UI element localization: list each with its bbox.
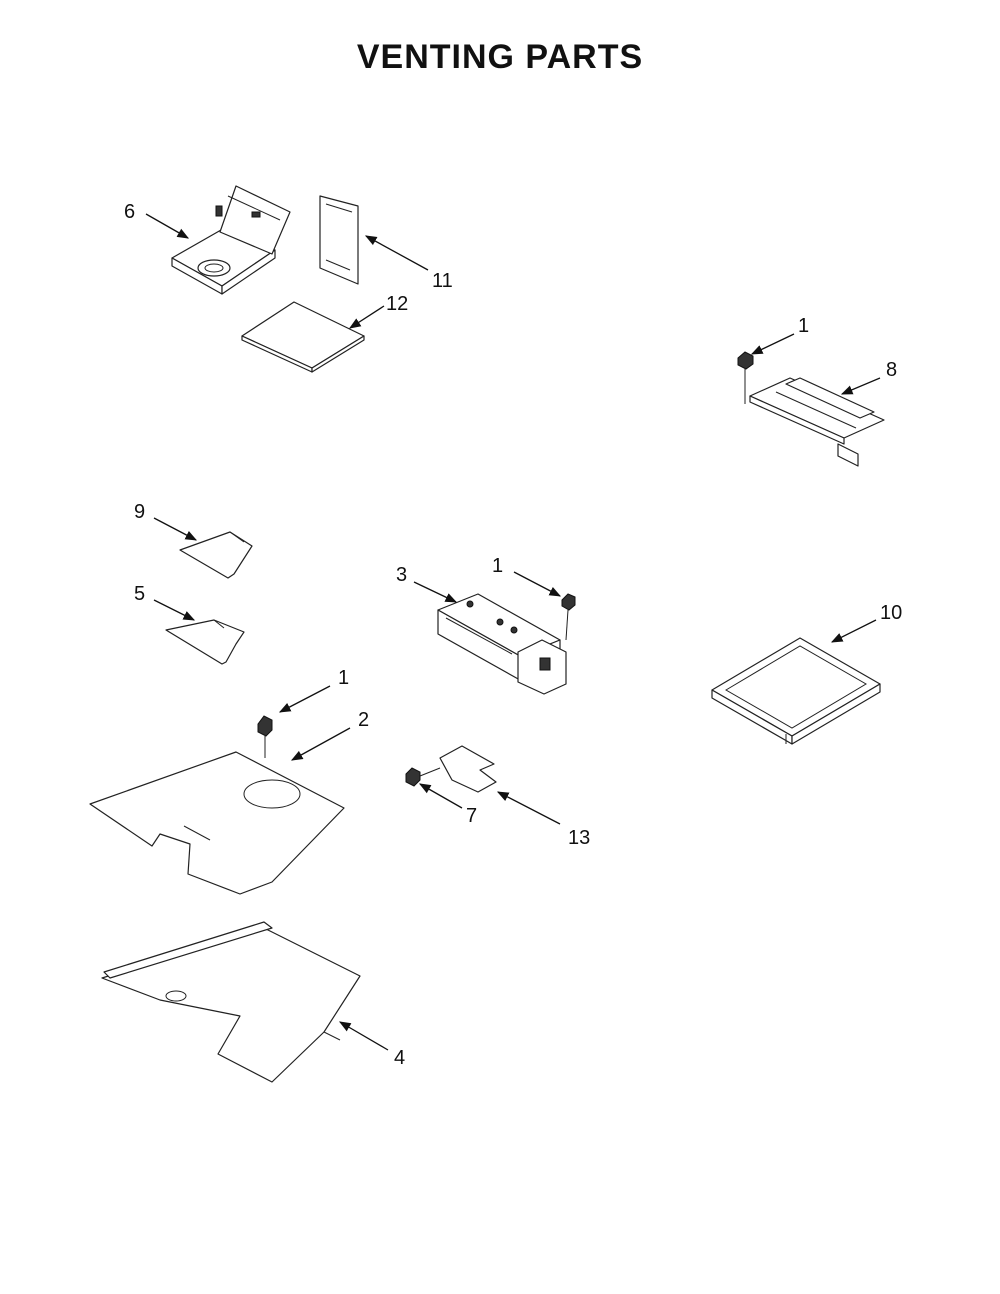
part-4-base-tray: [101, 921, 361, 1083]
part-1-screw-lower: [257, 715, 273, 758]
leader-5: [153, 599, 196, 621]
callout-6: 6: [124, 201, 135, 223]
callout-1-lower: 1: [338, 667, 349, 689]
part-10-frame: [711, 637, 881, 745]
callout-12: 12: [386, 293, 408, 315]
part-7-screw: [405, 767, 441, 787]
leader-2: [290, 727, 351, 761]
callout-7: 7: [466, 805, 477, 827]
part-1-screw-top-right: [737, 351, 754, 404]
leader-9: [153, 517, 198, 541]
part-3-damper-motor-assembly: [437, 593, 567, 695]
callout-3: 3: [396, 564, 407, 586]
part-9-plate: [179, 531, 253, 579]
leader-1a: [750, 333, 795, 355]
leader-3: [413, 581, 458, 603]
callout-9: 9: [134, 501, 145, 523]
callout-11: 11: [432, 270, 453, 292]
leader-6: [145, 213, 190, 239]
part-2-mounting-plate: [89, 751, 345, 895]
callout-labels: 6 11 12 1 8 9 5 3 1 10 1 2 7 13 4: [124, 201, 902, 1069]
callout-2: 2: [358, 709, 369, 731]
leader-12: [349, 305, 385, 329]
leader-11: [364, 235, 429, 271]
part-6-vent-housing: [171, 185, 291, 295]
leader-10: [830, 619, 877, 643]
leader-8: [840, 377, 881, 395]
callout-13: 13: [568, 827, 590, 849]
part-5-plate: [165, 619, 245, 665]
leader-1c: [278, 685, 331, 713]
part-13-shield: [439, 745, 497, 793]
callout-4: 4: [394, 1047, 405, 1069]
part-12-filter-pad: [241, 301, 365, 373]
leader-13: [496, 791, 561, 825]
callout-8: 8: [886, 359, 897, 381]
callout-1-top-right: 1: [798, 315, 809, 337]
callout-10: 10: [880, 602, 902, 624]
leader-7: [418, 783, 463, 809]
leader-1b: [513, 571, 562, 597]
page-title: VENTING PARTS: [356, 38, 644, 76]
leader-lines: [145, 213, 881, 1051]
callout-5: 5: [134, 583, 145, 605]
leader-4: [338, 1021, 389, 1051]
callout-1-middle: 1: [492, 555, 503, 577]
part-1-screw-middle: [561, 593, 576, 641]
part-8-bracket: [749, 377, 885, 467]
part-11-sheet: [319, 195, 359, 285]
